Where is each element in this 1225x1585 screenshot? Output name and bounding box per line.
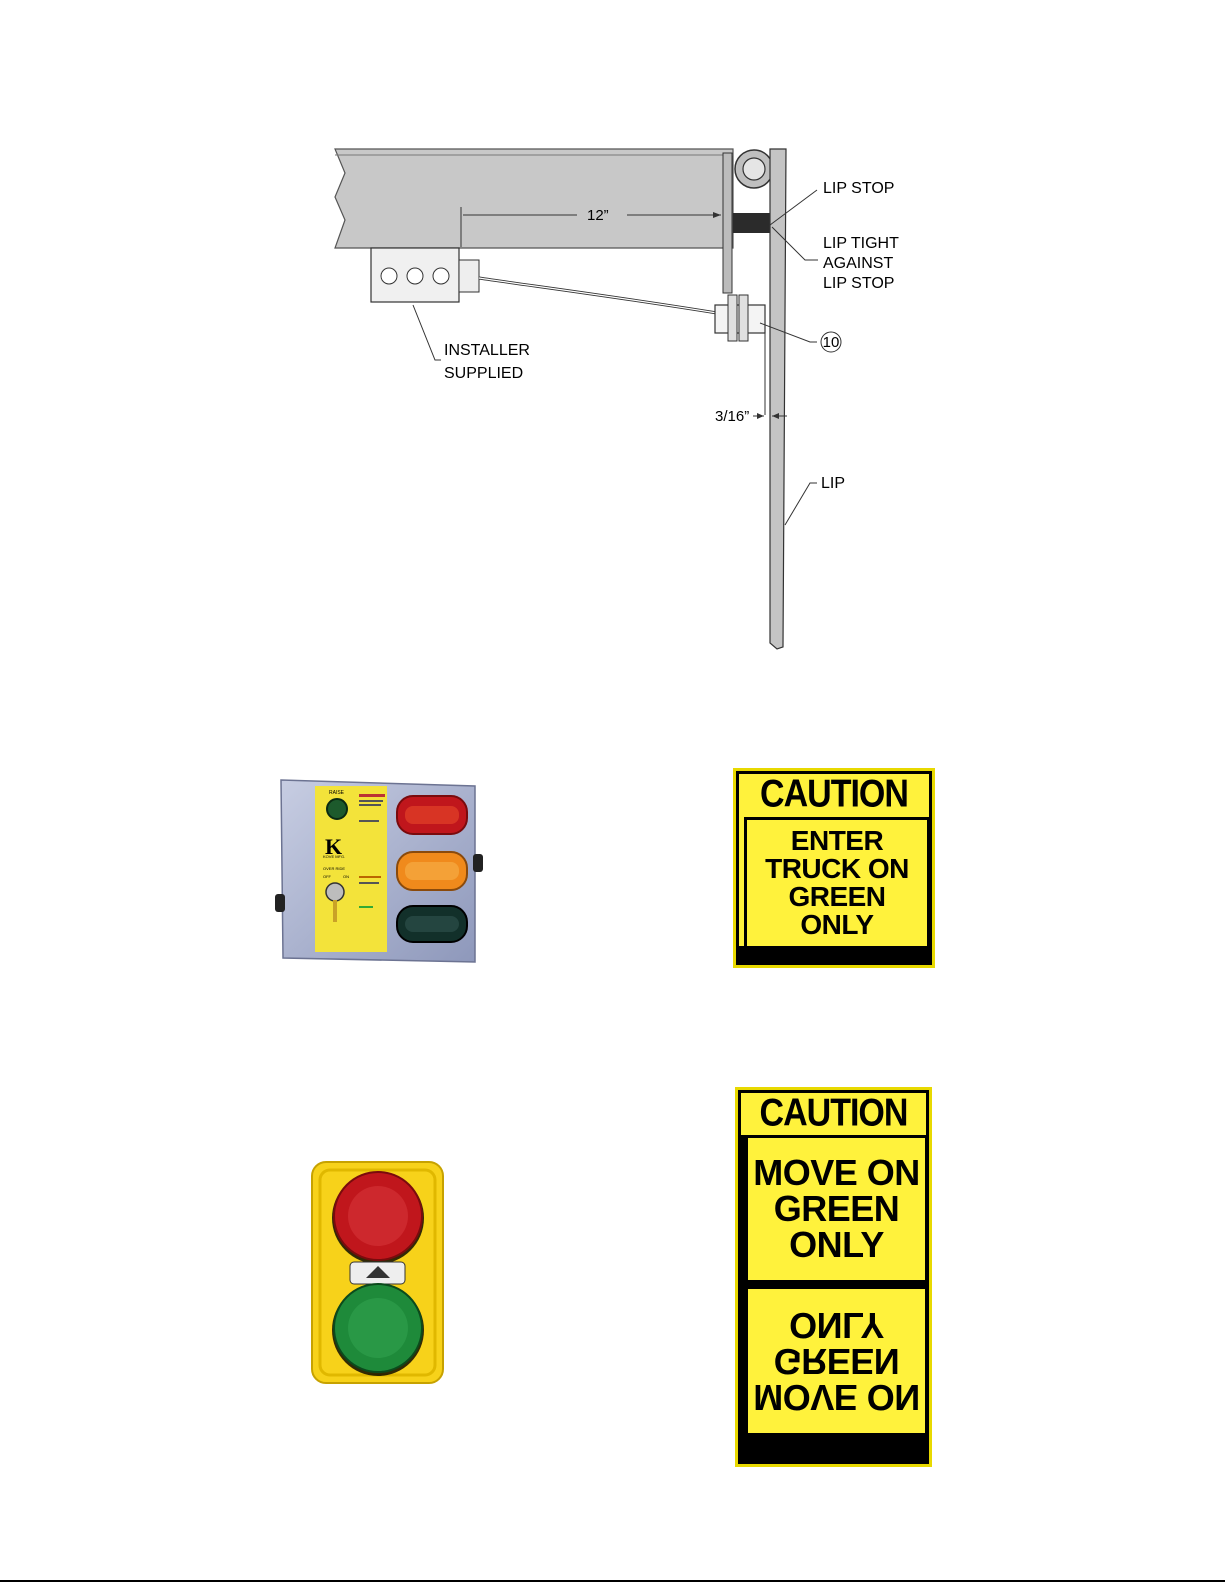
- sign1-message-panel: ENTER TRUCK ON GREEN ONLY: [744, 817, 930, 949]
- sign1-line2: TRUCK ON: [765, 855, 909, 883]
- sign1-header: CAUTION: [736, 772, 932, 817]
- right-latch: [473, 854, 483, 872]
- sign1-line4: ONLY: [800, 911, 873, 939]
- page-bottom-rule: [0, 1580, 1225, 1582]
- sign2-line1: MOVE ON: [753, 1155, 920, 1191]
- sign1-line3: GREEN: [788, 883, 885, 911]
- sign2-mirrored-panel: MOVE ON GREEN ONLY: [745, 1286, 928, 1436]
- brand-name: KOVE MFG.: [323, 854, 345, 859]
- dimension-12-label: 12”: [587, 207, 609, 224]
- lip-tight-label-line2: AGAINST: [823, 255, 893, 272]
- traffic-light-image: [310, 1160, 445, 1385]
- lip-stop-bar: [733, 213, 771, 233]
- sign2-mirrored-line3: ONLY: [789, 1307, 884, 1343]
- dimension-gap-label: 3/16”: [715, 408, 749, 425]
- lip-stop-label: LIP STOP: [823, 180, 894, 197]
- caution-sign-enter-truck: CAUTION ENTER TRUCK ON GREEN ONLY: [733, 768, 935, 968]
- sign2-header: CAUTION: [738, 1091, 929, 1136]
- override-off: OFF: [323, 874, 332, 879]
- sign2-mirrored-line1: MOVE ON: [753, 1379, 920, 1415]
- override-on: ON: [343, 874, 349, 879]
- deck-plate: [335, 149, 733, 248]
- drawing-svg: 12” 3/16” LIP STOP LIP TIGHT AGAINST LIP…: [305, 135, 920, 680]
- key-switch: [326, 883, 344, 901]
- lip-tight-label-line3: LIP STOP: [823, 275, 894, 292]
- left-latch: [275, 894, 285, 912]
- raise-label: RAISE: [329, 790, 345, 796]
- traffic-light-svg: [310, 1160, 445, 1385]
- installer-supplied-line2: SUPPLIED: [444, 365, 523, 382]
- installer-supplied-line1: INSTALLER: [444, 342, 530, 359]
- key: [333, 900, 337, 922]
- lip-tight-label-line1: LIP TIGHT: [823, 235, 899, 252]
- control-box-svg: RAISE K KOVE MFG. OVER RIDE OFF ON: [275, 772, 490, 967]
- caution-sign-move-on-green: CAUTION MOVE ON GREEN ONLY MOVE ON GREEN…: [735, 1087, 932, 1467]
- sign2-message-panel: MOVE ON GREEN ONLY: [745, 1135, 928, 1283]
- deck-flange: [723, 153, 732, 293]
- lip-sensor-installation-drawing: 12” 3/16” LIP STOP LIP TIGHT AGAINST LIP…: [305, 135, 920, 680]
- sign2-mirrored-line2: GREEN: [774, 1343, 900, 1379]
- control-box-image: RAISE K KOVE MFG. OVER RIDE OFF ON: [275, 772, 490, 967]
- sign1-line1: ENTER: [791, 827, 883, 855]
- raise-button: [327, 799, 347, 819]
- lip-label: LIP: [821, 475, 845, 492]
- callout-10-label: 10: [823, 334, 840, 351]
- sign2-line2: GREEN: [774, 1191, 900, 1227]
- lip-plate: [770, 149, 786, 649]
- override-label: OVER RIDE: [323, 866, 345, 871]
- sign2-line3: ONLY: [789, 1227, 884, 1263]
